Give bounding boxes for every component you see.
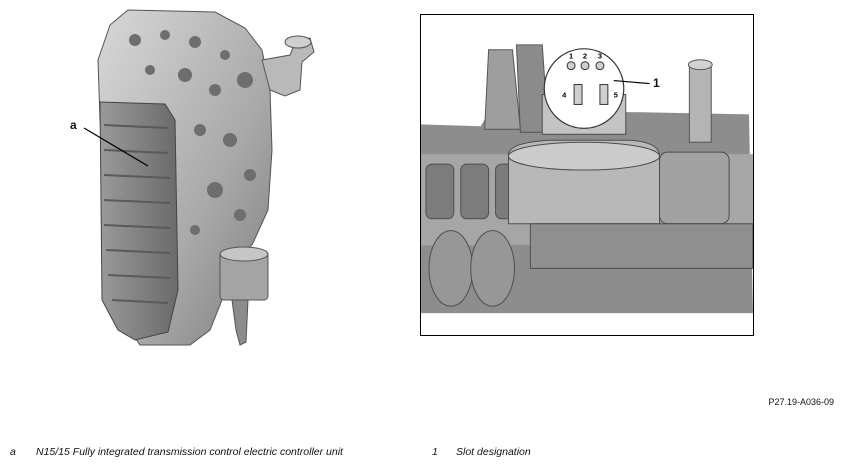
callout-a: a: [70, 118, 77, 132]
pin-label-1: 1: [569, 52, 573, 61]
callout-a-leader: [83, 127, 149, 167]
pin-5: [599, 84, 609, 105]
legend-text-1: Slot designation: [456, 446, 531, 458]
pin-label-3: 3: [598, 52, 602, 61]
legend-item-1: 1 Slot designation: [432, 446, 531, 458]
legend-text-a: N15/15 Fully integrated transmission con…: [36, 446, 343, 458]
connector-detail-illustration: 1 2 3 4 5: [420, 14, 754, 336]
pin-label-5: 5: [614, 90, 618, 99]
legend-key-1: 1: [432, 446, 438, 458]
figure-reference-code: P27.19-A036-09: [768, 397, 834, 407]
pin-3: [595, 61, 605, 71]
pin-1: [566, 61, 576, 71]
pin-label-2: 2: [583, 52, 587, 61]
legend-item-a: a N15/15 Fully integrated transmission co…: [10, 446, 343, 458]
connector-face: [543, 48, 625, 129]
callout-1: 1: [653, 76, 660, 90]
callout-1-leader: [613, 79, 650, 85]
pin-4: [573, 84, 583, 105]
pin-2: [580, 61, 590, 71]
legend-key-a: a: [10, 446, 16, 458]
valve-body-illustration: [83, 9, 315, 346]
pin-label-4: 4: [562, 90, 567, 99]
